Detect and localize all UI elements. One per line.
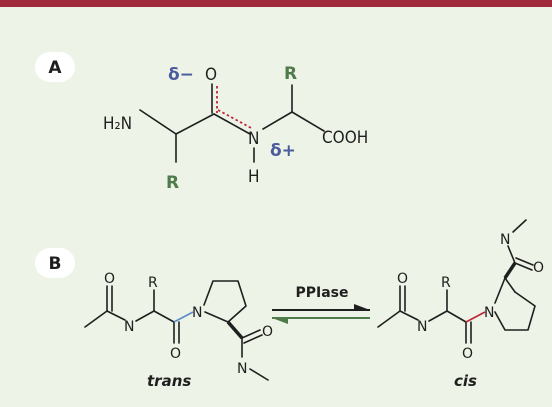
bond-n-ca2 [262,111,293,130]
bond-n-ca1 [139,109,177,135]
trans-bond-n-methyl [249,368,269,381]
reverse-arrow-head [272,318,288,324]
trans-bond-ca-c [153,310,175,323]
equilibrium-arrows: PPIase [272,285,370,324]
cis-atom-n-amide: N [417,319,427,335]
bond-ca2-cooh [291,111,325,132]
cis-ring-closure [504,277,516,293]
badge-b [35,248,75,278]
atom-cooh: COOH [322,128,368,148]
cis-bond-ca-c [446,310,467,323]
trans-caption: trans [147,372,191,390]
forward-arrow-head [354,304,370,310]
panel-a: A H₂N R O δ− N H δ+ R COOH [35,52,368,193]
trans-atom-n-side: N [237,361,247,377]
cis-bond-c-oside-2 [515,257,534,266]
cis-bond-n-ca [428,310,448,322]
trans-atom-n-amide: N [124,319,134,335]
cis-pyrrolidine-ring [494,277,536,331]
atom-o: O [205,65,217,85]
trans-bond-methyl [84,310,108,328]
cis-atom-o-top: O [397,271,408,287]
badge-b-label: B [49,254,62,274]
cis-bond-methyl [377,310,401,328]
trans-peptide-bond [173,311,194,323]
atom-h2n: H₂N [103,114,132,134]
cis-bond-c-n [399,310,419,321]
cis-bond-n-methyl [512,219,527,233]
cis-bond-c-oside-1 [514,262,533,271]
bond-ca1-c [175,113,215,135]
trans-isomer: O N R O N O N trans [84,271,273,390]
delta-plus: δ+ [270,141,296,161]
enzyme-label: PPIase [295,285,348,301]
trans-atom-o-top: O [104,271,115,287]
trans-wedge-bond [226,320,244,340]
r-group-top: R [284,64,297,84]
trans-bond-n-ca [135,310,155,322]
trans-bond-c-n [106,310,126,321]
cis-atom-o-side: O [533,260,544,276]
cis-atom-n-ring: N [484,305,494,321]
r-group-bottom: R [166,173,179,193]
atom-n: N [248,129,259,149]
trans-bond-c-oside-1 [241,329,261,339]
trans-atom-o-side: O [262,324,273,340]
cis-caption: cis [454,372,477,390]
cis-atom-n-side: N [500,232,510,248]
bond-c-n [213,113,251,135]
cis-bond-c-nside [507,245,516,264]
trans-pyrrolidine-ring [203,280,247,323]
trans-atom-r: R [148,275,158,291]
panel-b: B O N R O N O N trans [35,219,544,390]
trans-atom-o-bottom: O [170,346,181,362]
cis-atom-r: R [441,275,451,291]
partial-double-bond-cn [217,109,254,130]
badge-a-label: A [48,58,62,78]
badge-a [35,52,75,82]
delta-minus: δ− [168,65,194,85]
atom-h: H [248,167,260,187]
cis-isomer: O N R O N O N cis [377,219,544,390]
trans-atom-n-ring: N [192,305,202,321]
trans-bond-c-oside-2 [243,334,263,344]
cis-wedge-bond [503,262,517,279]
accent-bar [0,0,552,7]
cis-atom-o-bottom: O [462,346,473,362]
cis-peptide-bond [465,311,486,323]
